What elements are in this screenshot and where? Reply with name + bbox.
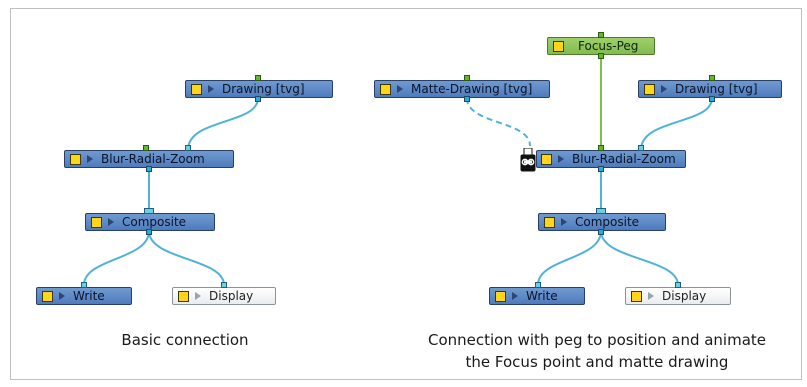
blur2-input-port[interactable]	[638, 145, 644, 151]
blur-output-port[interactable]	[146, 166, 152, 172]
caption-peg-connection: Connection with peg to position and anim…	[392, 329, 802, 373]
play-icon	[208, 85, 214, 93]
node-label: Blur-Radial-Zoom	[101, 152, 205, 166]
matte-port-icon[interactable]	[520, 148, 536, 172]
wire-composite-to-display	[148, 230, 225, 286]
node-write[interactable]: Write	[36, 287, 132, 305]
matte-output-port[interactable]	[464, 96, 470, 102]
play-icon	[195, 292, 201, 300]
node-label: Drawing [tvg]	[675, 82, 758, 96]
node-label: Write	[73, 289, 105, 303]
drawing2-output-port[interactable]	[709, 96, 715, 102]
node-label: Matte-Drawing [tvg]	[411, 82, 533, 96]
focuspeg-input-port[interactable]	[598, 32, 604, 38]
enable-toggle-icon[interactable]	[91, 216, 102, 228]
node-label: Blur-Radial-Zoom	[572, 152, 676, 166]
write2-input-port[interactable]	[535, 282, 541, 288]
node-blur-radial-zoom-2[interactable]: Blur-Radial-Zoom	[536, 150, 686, 168]
enable-toggle-icon[interactable]	[380, 83, 391, 95]
node-display-2[interactable]: Display	[625, 287, 731, 305]
node-write-2[interactable]: Write	[489, 287, 585, 305]
play-icon	[59, 292, 65, 300]
play-icon	[558, 155, 564, 163]
enable-toggle-icon[interactable]	[553, 40, 564, 52]
blur-input-port[interactable]	[185, 145, 191, 151]
wire-drawing-to-blur	[187, 97, 259, 151]
focuspeg-output-port[interactable]	[598, 53, 604, 59]
display-input-port[interactable]	[221, 282, 227, 288]
play-icon	[661, 85, 667, 93]
enable-toggle-icon[interactable]	[178, 290, 189, 302]
node-label: Write	[526, 289, 558, 303]
matte-input-port[interactable]	[464, 75, 470, 81]
composite-input-port[interactable]	[144, 208, 154, 214]
node-display[interactable]: Display	[172, 287, 276, 305]
node-matte-drawing[interactable]: Matte-Drawing [tvg]	[374, 80, 550, 98]
wire-composite2-to-write	[537, 230, 602, 286]
enable-toggle-icon[interactable]	[495, 290, 506, 302]
play-icon	[561, 218, 567, 226]
enable-toggle-icon[interactable]	[191, 83, 202, 95]
enable-toggle-icon[interactable]	[70, 153, 81, 165]
figure-frame	[10, 8, 802, 380]
display2-input-port[interactable]	[675, 282, 681, 288]
caption-line-1: Connection with peg to position and anim…	[427, 331, 767, 349]
node-label: Composite	[122, 215, 187, 229]
caption-line-2: the Focus point and matte drawing	[465, 353, 729, 371]
composite2-input-port[interactable]	[596, 208, 606, 214]
caption-basic-connection: Basic connection	[121, 331, 249, 349]
node-label: Display	[209, 289, 254, 303]
enable-toggle-icon[interactable]	[42, 290, 53, 302]
composite2-output-port[interactable]	[598, 229, 604, 235]
drawing-input-port[interactable]	[255, 75, 261, 81]
node-label: Display	[662, 289, 707, 303]
composite-output-port[interactable]	[146, 229, 152, 235]
write-input-port[interactable]	[81, 282, 87, 288]
enable-toggle-icon[interactable]	[644, 83, 655, 95]
wire-drawing2-to-blur	[640, 97, 713, 151]
node-composite[interactable]: Composite	[85, 213, 215, 231]
enable-toggle-icon[interactable]	[631, 290, 642, 302]
play-icon	[108, 218, 114, 226]
blur2-output-port[interactable]	[598, 166, 604, 172]
wire-composite-to-write	[83, 230, 150, 286]
node-label: Drawing [tvg]	[222, 82, 305, 96]
drawing-output-port[interactable]	[255, 96, 261, 102]
node-blur-radial-zoom[interactable]: Blur-Radial-Zoom	[64, 150, 234, 168]
enable-toggle-icon[interactable]	[544, 216, 555, 228]
play-icon	[512, 292, 518, 300]
play-icon	[87, 155, 93, 163]
play-icon	[397, 85, 403, 93]
wire-matte-to-blur	[466, 97, 531, 147]
drawing2-input-port[interactable]	[709, 75, 715, 81]
node-label: Focus-Peg	[578, 39, 639, 53]
wire-composite2-to-display	[600, 230, 679, 286]
node-label: Composite	[575, 215, 640, 229]
blur-input-port-green[interactable]	[143, 145, 149, 151]
play-icon	[648, 292, 654, 300]
blur2-input-port-green[interactable]	[598, 145, 604, 151]
enable-toggle-icon[interactable]	[541, 153, 552, 165]
